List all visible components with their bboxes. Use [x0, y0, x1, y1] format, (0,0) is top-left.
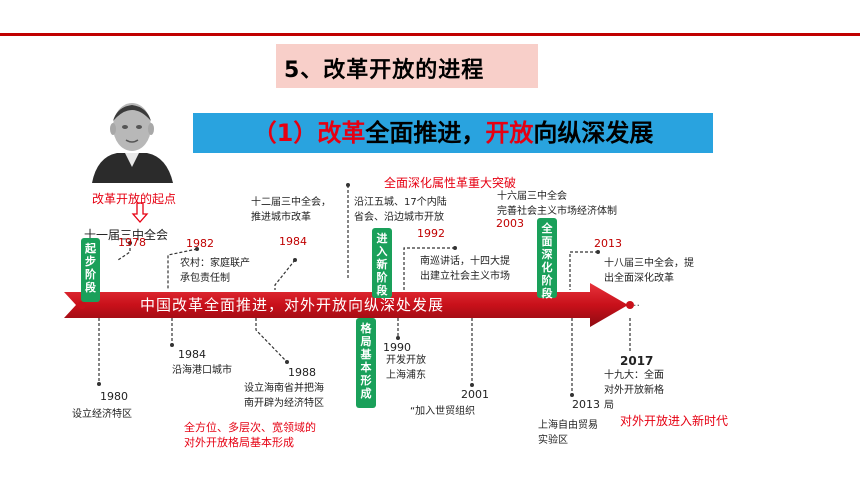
year-1984-bottom: 1984 [178, 348, 206, 361]
marker-1978-dot [78, 301, 86, 309]
deepen-reform-note: 全面深化属性革重大突破 [384, 176, 517, 190]
hainan-text: 设立海南省并把海南开辟为经济特区 [244, 383, 324, 409]
year-1982-top: 1982 [186, 237, 214, 250]
south-tour-text: 南巡讲话，十四大提出建立社会主义市场 [420, 256, 510, 282]
year-1980: 1980 [100, 390, 128, 403]
section-banner-text: （1）改革全面推进，开放向纵深发展 [193, 113, 713, 153]
banner-opening: 开放 [485, 119, 534, 147]
banner-reform: 改革 [317, 119, 366, 147]
timeline-arrow-label: 中国改革全面推进，对外开放向纵深处发展 [140, 296, 445, 314]
year-2013-top: 2013 [594, 237, 622, 250]
arrow-dots: ·· [633, 299, 640, 312]
stage-enter-tag: 进入新阶段 [372, 228, 392, 298]
origin-label: 改革开放的起点 [92, 192, 177, 206]
year-1984-top: 1984 [279, 235, 307, 248]
stage-start-tag: 起步阶段 [81, 238, 100, 302]
main-timeline-arrow [64, 283, 628, 327]
year-1978: 1978 [118, 236, 146, 249]
title-box [276, 44, 538, 88]
portrait-photo [87, 97, 177, 183]
coastal-opening-text: 沿江五城、17个内陆省会、沿边城市开放 [354, 197, 447, 223]
coastal-cities-text: 沿海港口城市 [172, 365, 232, 376]
congress-19-text: 十九大：全面对外开放新格局 [604, 370, 664, 411]
banner-prefix: （1） [252, 119, 318, 147]
sez-text: 设立经济特区 [72, 409, 132, 420]
pattern-formed-note: 全方位、多层次、宽领域的对外开放格局基本形成 [184, 421, 316, 449]
banner-middle: 全面推进， [365, 119, 486, 147]
ftz-text: 上海自由贸易实验区 [538, 420, 598, 446]
year-2017: 2017 [620, 354, 654, 368]
plenum-1978: 十一届三中全会 [84, 228, 169, 242]
stage-deepen-tag: 全面深化阶段 [537, 218, 557, 300]
banner-suffix: 向纵深发展 [533, 119, 654, 147]
year-1992: 1992 [417, 227, 445, 240]
year-1990: 1990 [383, 341, 411, 354]
pudong-text: 开发开放上海浦东 [386, 355, 426, 381]
plenum-16-text: 十六届三中全会完善社会主义市场经济体制 [497, 191, 617, 217]
new-era-note: 对外开放进入新时代 [620, 414, 729, 428]
marker-2017-dot [626, 301, 634, 309]
rural-reform-text: 农村：家庭联产承包责任制 [180, 258, 250, 284]
plenum-12-text: 十二届三中全会，推进城市改革 [251, 197, 331, 223]
year-2003: 2003 [496, 217, 524, 230]
wto-text: “加入世贸组织 [410, 406, 476, 417]
plenum-18-text: 十八届三中全会，提出全面深化改革 [604, 258, 694, 284]
year-2001: 2001 [461, 388, 489, 401]
stage-pattern-tag: 格局基本形成 [356, 318, 376, 408]
origin-arrow-icon [131, 202, 149, 223]
year-2013-bottom: 2013 [572, 398, 600, 411]
year-1988: 1988 [288, 366, 316, 379]
top-divider-line [0, 33, 860, 36]
section-banner [193, 113, 713, 153]
page-title: 5、改革开放的进程 [284, 58, 485, 83]
